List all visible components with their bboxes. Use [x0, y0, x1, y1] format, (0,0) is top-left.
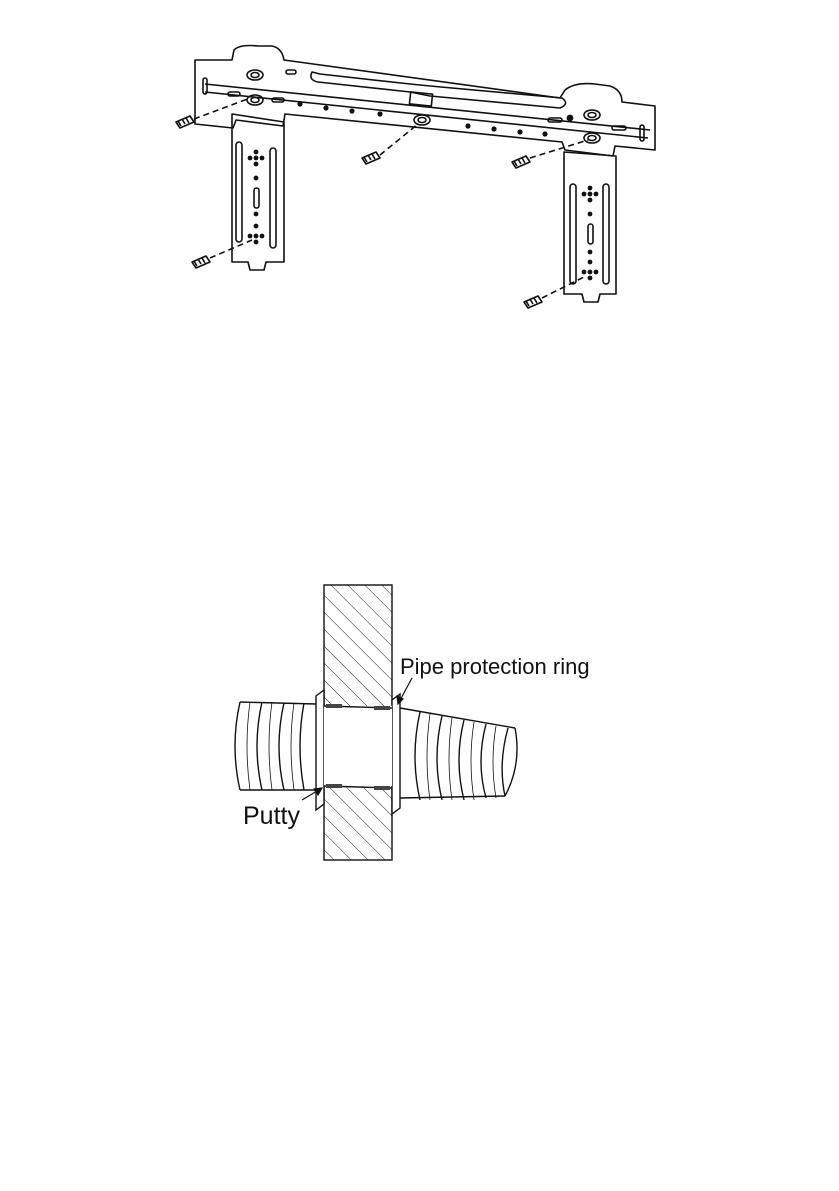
pipe-wall-figure: Pipe protection ring Putty: [235, 585, 590, 860]
mounting-plate-figure: [176, 46, 655, 309]
putty-label: Putty: [243, 802, 300, 830]
pipe-left: [235, 702, 316, 790]
pipe-protection-ring-label: Pipe protection ring: [400, 654, 590, 679]
long-slot: [311, 72, 566, 108]
screw-icon: [362, 124, 418, 164]
screw-icon: [176, 98, 250, 128]
screw-icon: [192, 240, 252, 268]
ring-pointer-arrow: [397, 678, 412, 704]
pipe-right: [400, 708, 517, 800]
mounting-plate-outline: [195, 46, 655, 157]
protection-ring-right: [392, 694, 400, 814]
screw-icon: [512, 140, 588, 168]
